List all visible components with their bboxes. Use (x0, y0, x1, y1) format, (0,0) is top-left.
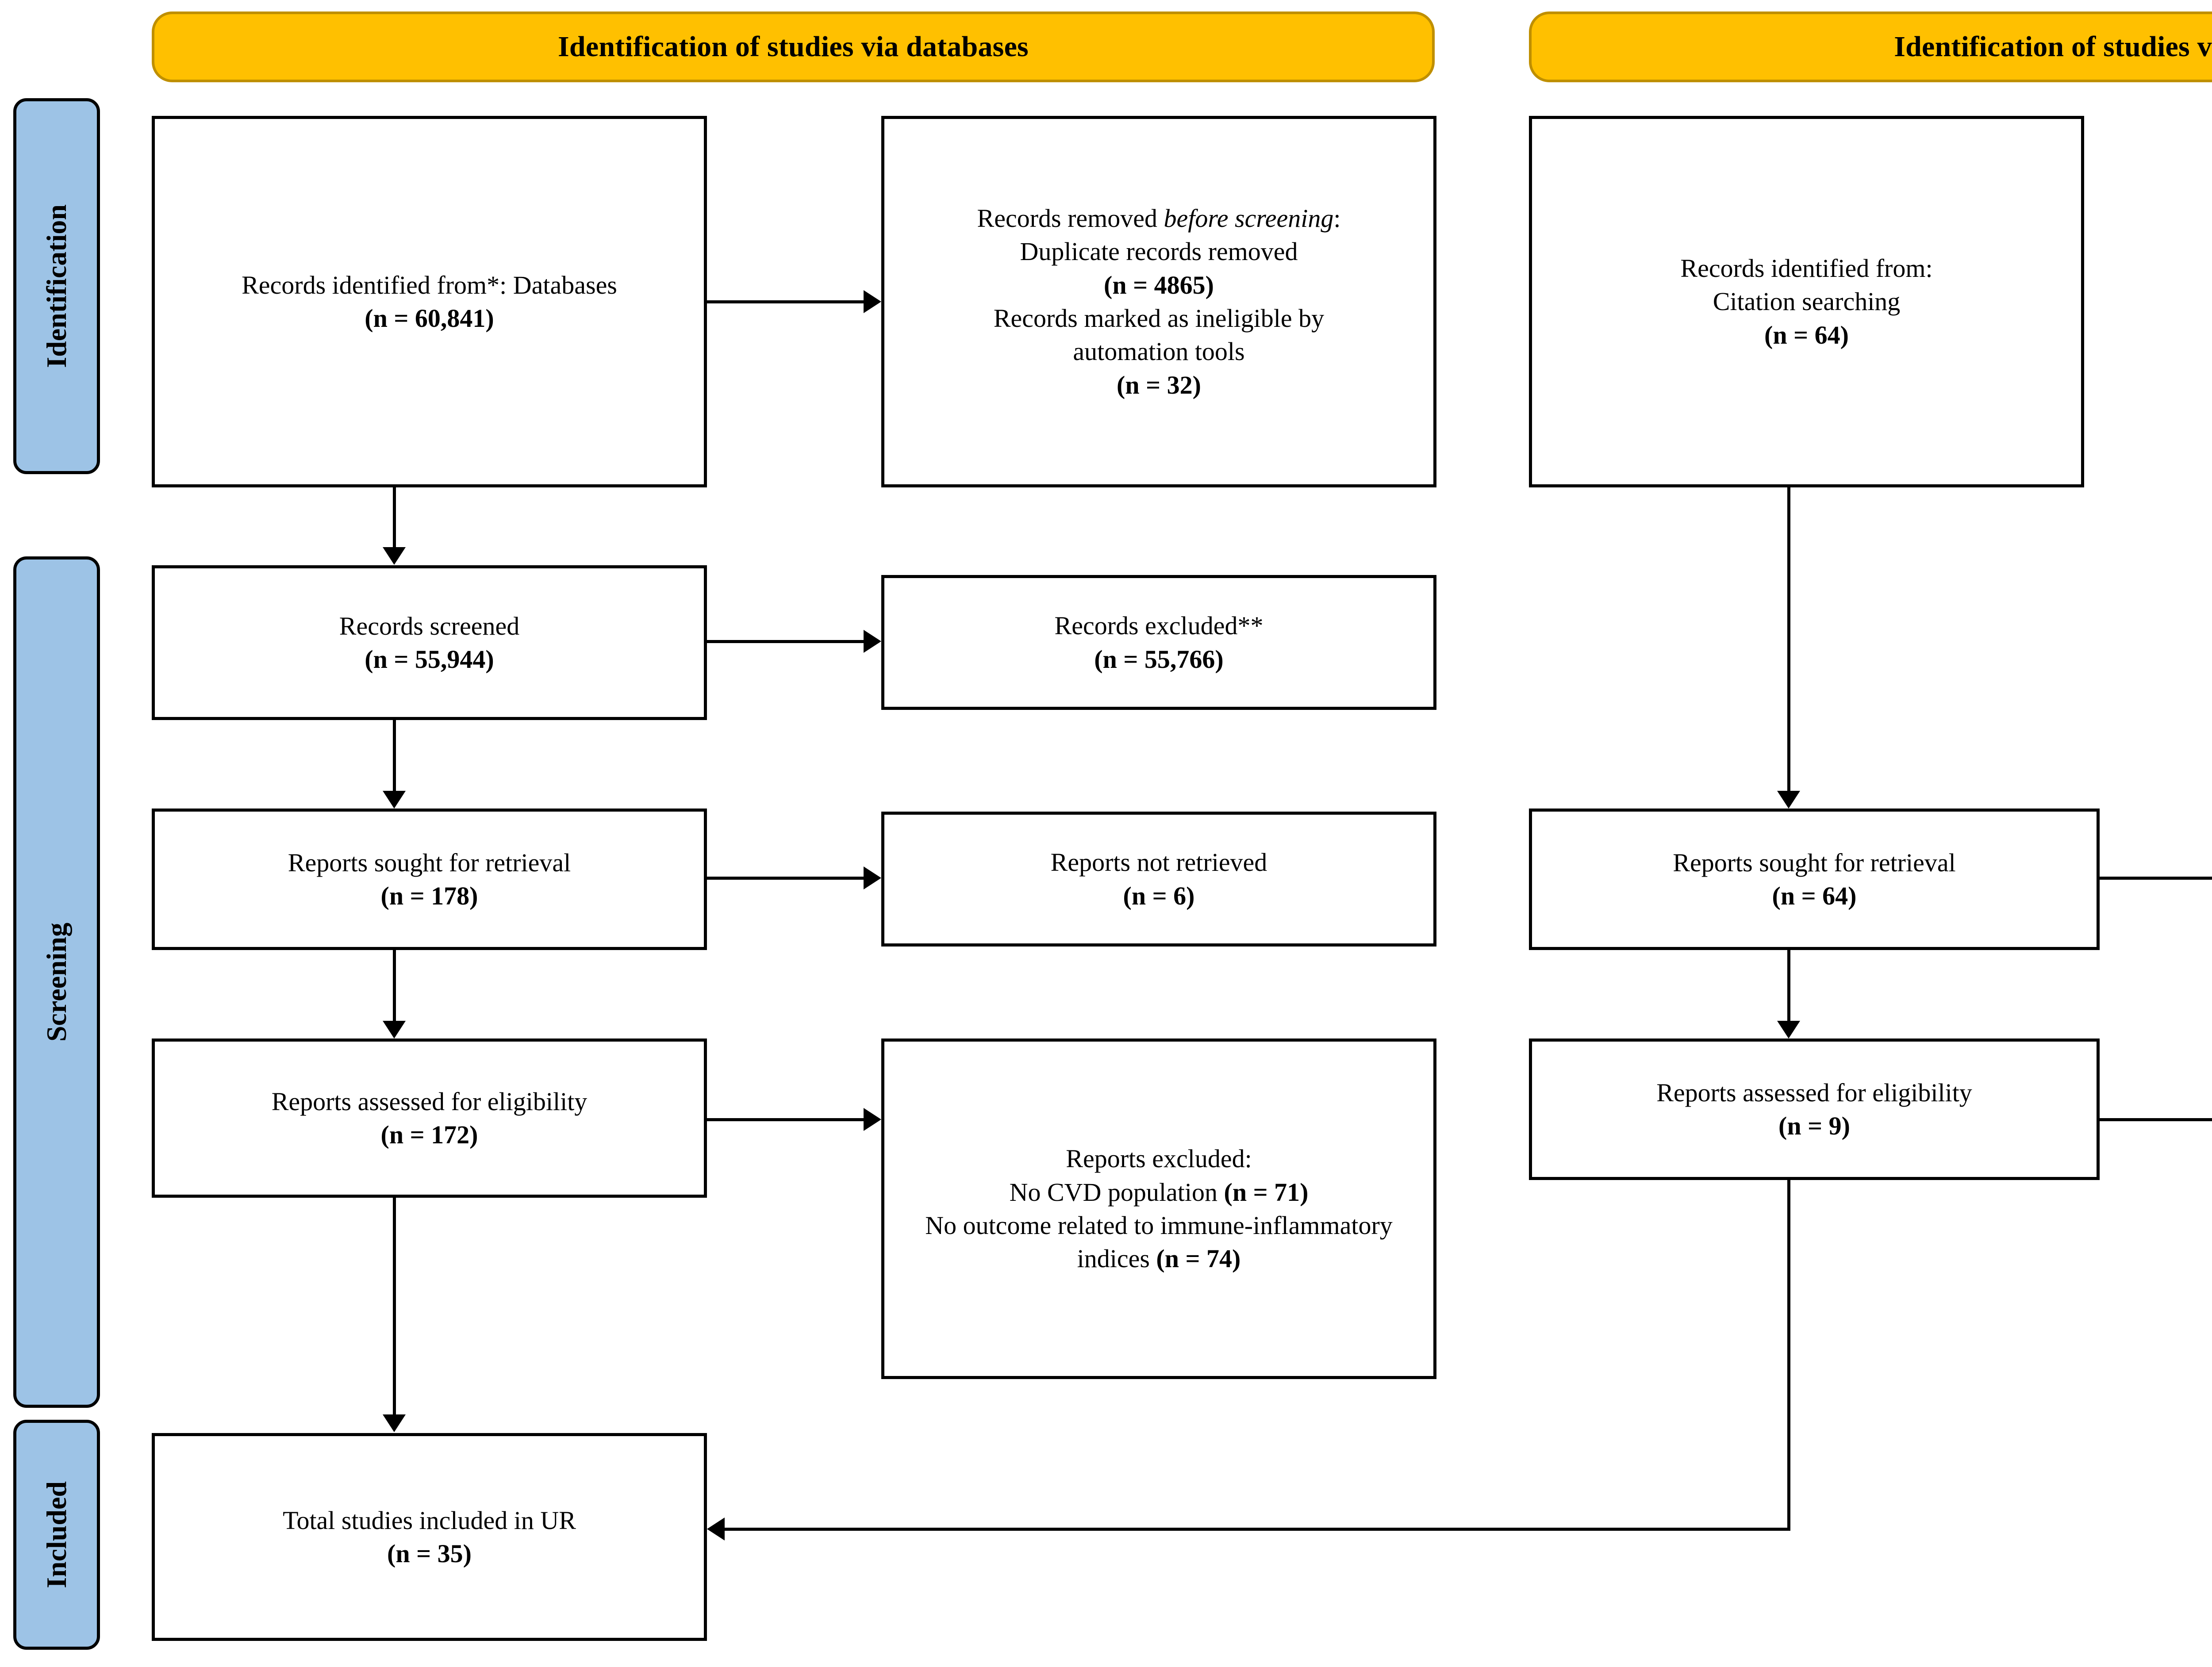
reports-not-retrieved-left-count: (n = 6) (1123, 881, 1195, 910)
connector-assessed-to-excluded-left (707, 1118, 864, 1121)
box-records-identified-other: Records identified from: Citation search… (1529, 116, 2084, 487)
records-removed-heading: Records removed before screening: (892, 202, 1425, 235)
records-removed-heading-italic: before screening (1164, 203, 1334, 233)
box-records-excluded: Records excluded** (n = 55,766) (881, 575, 1436, 710)
connector-sought-to-assessed-right (1787, 950, 1790, 1021)
ineligible-automation-count: (n = 32) (1117, 370, 1201, 399)
connector-assessed-right-to-included-horizontal (725, 1528, 1789, 1531)
banner-databases-label: Identification of studies via databases (558, 31, 1029, 63)
records-removed-heading-b: : (1333, 203, 1341, 233)
stage-tab-identification-label: Identification (41, 204, 72, 368)
box-reports-assessed-left: Reports assessed for eligibility (n = 17… (152, 1039, 707, 1198)
reports-sought-left-label: Reports sought for retrieval (288, 848, 571, 877)
stage-tab-screening-label: Screening (41, 922, 72, 1042)
records-screened-label: Records screened (339, 611, 520, 640)
arrowhead-screened-to-excluded (864, 630, 881, 653)
stage-tab-included-label: Included (41, 1481, 72, 1588)
records-identified-other-line2: Citation searching (1713, 287, 1901, 316)
reports-not-retrieved-left-label: Reports not retrieved (1050, 848, 1267, 877)
reports-excluded-left-reason-2-text: No outcome related to immune-inflammator… (925, 1211, 1393, 1273)
banner-databases: Identification of studies via databases (152, 11, 1435, 82)
connector-identified-to-screened (393, 487, 396, 547)
box-records-screened: Records screened (n = 55,944) (152, 565, 707, 720)
reports-sought-right-count: (n = 64) (1772, 881, 1857, 910)
box-reports-not-retrieved-left: Reports not retrieved (n = 6) (881, 812, 1436, 947)
reports-assessed-right-label: Reports assessed for eligibility (1656, 1078, 1972, 1107)
reports-excluded-left-reason-2-count: (n = 74) (1156, 1244, 1241, 1273)
arrowhead-identified-other-to-sought-right (1777, 791, 1800, 809)
banner-other-methods: Identification of studies via other meth… (1529, 11, 2212, 82)
arrowhead-screened-to-sought (383, 791, 406, 809)
connector-identified-other-to-sought-right (1787, 487, 1790, 791)
box-reports-sought-right: Reports sought for retrieval (n = 64) (1529, 809, 2100, 950)
reports-excluded-left-reason-1: No CVD population (n = 71) (905, 1176, 1413, 1209)
arrowhead-assessed-to-included-left (383, 1414, 406, 1432)
ineligible-automation-label-1: Records marked as ineligible by (993, 304, 1325, 333)
records-identified-other-count: (n = 64) (1764, 320, 1849, 349)
reports-excluded-left-reason-1-text: No CVD population (1009, 1177, 1224, 1207)
arrowhead-assessed-to-excluded-left (864, 1108, 881, 1131)
box-reports-sought-left: Reports sought for retrieval (n = 178) (152, 809, 707, 950)
reports-assessed-right-count: (n = 9) (1778, 1111, 1850, 1140)
box-reports-excluded-left: Reports excluded: No CVD population (n =… (881, 1039, 1436, 1379)
reports-assessed-left-label: Reports assessed for eligibility (271, 1087, 588, 1116)
box-records-removed-before-screening: Records removed before screening: Duplic… (881, 116, 1436, 487)
records-identified-databases-line1: Records identified from*: Databases (242, 270, 617, 299)
reports-excluded-left-reason-1-count: (n = 71) (1224, 1177, 1309, 1207)
total-included-label: Total studies included in UR (283, 1506, 576, 1535)
arrowhead-sought-to-assessed-left (383, 1021, 406, 1039)
box-records-identified-databases: Records identified from*: Databases (n =… (152, 116, 707, 487)
box-reports-assessed-right: Reports assessed for eligibility (n = 9) (1529, 1039, 2100, 1180)
reports-sought-left-count: (n = 178) (380, 881, 478, 910)
connector-screened-to-excluded (707, 640, 864, 643)
connector-assessed-to-excluded-right (2100, 1118, 2212, 1121)
arrowhead-sought-to-assessed-right (1777, 1021, 1800, 1039)
reports-assessed-left-count: (n = 172) (380, 1120, 478, 1149)
stage-tab-identification: Identification (13, 98, 100, 474)
total-included-count: (n = 35) (387, 1539, 472, 1568)
connector-sought-to-assessed-left (393, 950, 396, 1021)
connector-identified-to-removed (707, 300, 864, 303)
arrowhead-sought-to-not-retrieved-left (864, 866, 881, 889)
box-total-included: Total studies included in UR (n = 35) (152, 1433, 707, 1641)
records-identified-other-line1: Records identified from: (1680, 253, 1933, 283)
stage-tab-included: Included (13, 1420, 100, 1650)
connector-screened-to-sought (393, 720, 396, 791)
records-screened-count: (n = 55,944) (365, 645, 494, 674)
records-identified-databases-count: (n = 60,841) (365, 304, 494, 333)
duplicate-records-removed-label: Duplicate records removed (1020, 237, 1298, 266)
records-excluded-count: (n = 55,766) (1094, 644, 1224, 674)
arrowhead-identified-to-removed (864, 290, 881, 313)
connector-sought-to-not-retrieved-left (707, 877, 864, 880)
connector-assessed-right-to-included-vertical (1787, 1180, 1790, 1531)
reports-sought-right-label: Reports sought for retrieval (1673, 848, 1956, 877)
connector-sought-to-not-retrieved-right (2100, 877, 2212, 880)
connector-assessed-to-included-left (393, 1198, 396, 1414)
arrowhead-assessed-right-to-included (707, 1518, 725, 1541)
ineligible-automation-label-2: automation tools (1073, 337, 1245, 366)
records-excluded-label: Records excluded** (1054, 611, 1263, 640)
reports-excluded-left-heading: Reports excluded: (1066, 1144, 1252, 1173)
stage-tab-screening: Screening (13, 556, 100, 1408)
arrowhead-identified-to-screened (383, 547, 406, 565)
reports-excluded-left-reason-2: No outcome related to immune-inflammator… (905, 1209, 1413, 1276)
records-removed-heading-a: Records removed (977, 203, 1164, 233)
banner-other-methods-label: Identification of studies via other meth… (1894, 31, 2212, 63)
duplicate-records-removed-count: (n = 4865) (1104, 270, 1214, 299)
